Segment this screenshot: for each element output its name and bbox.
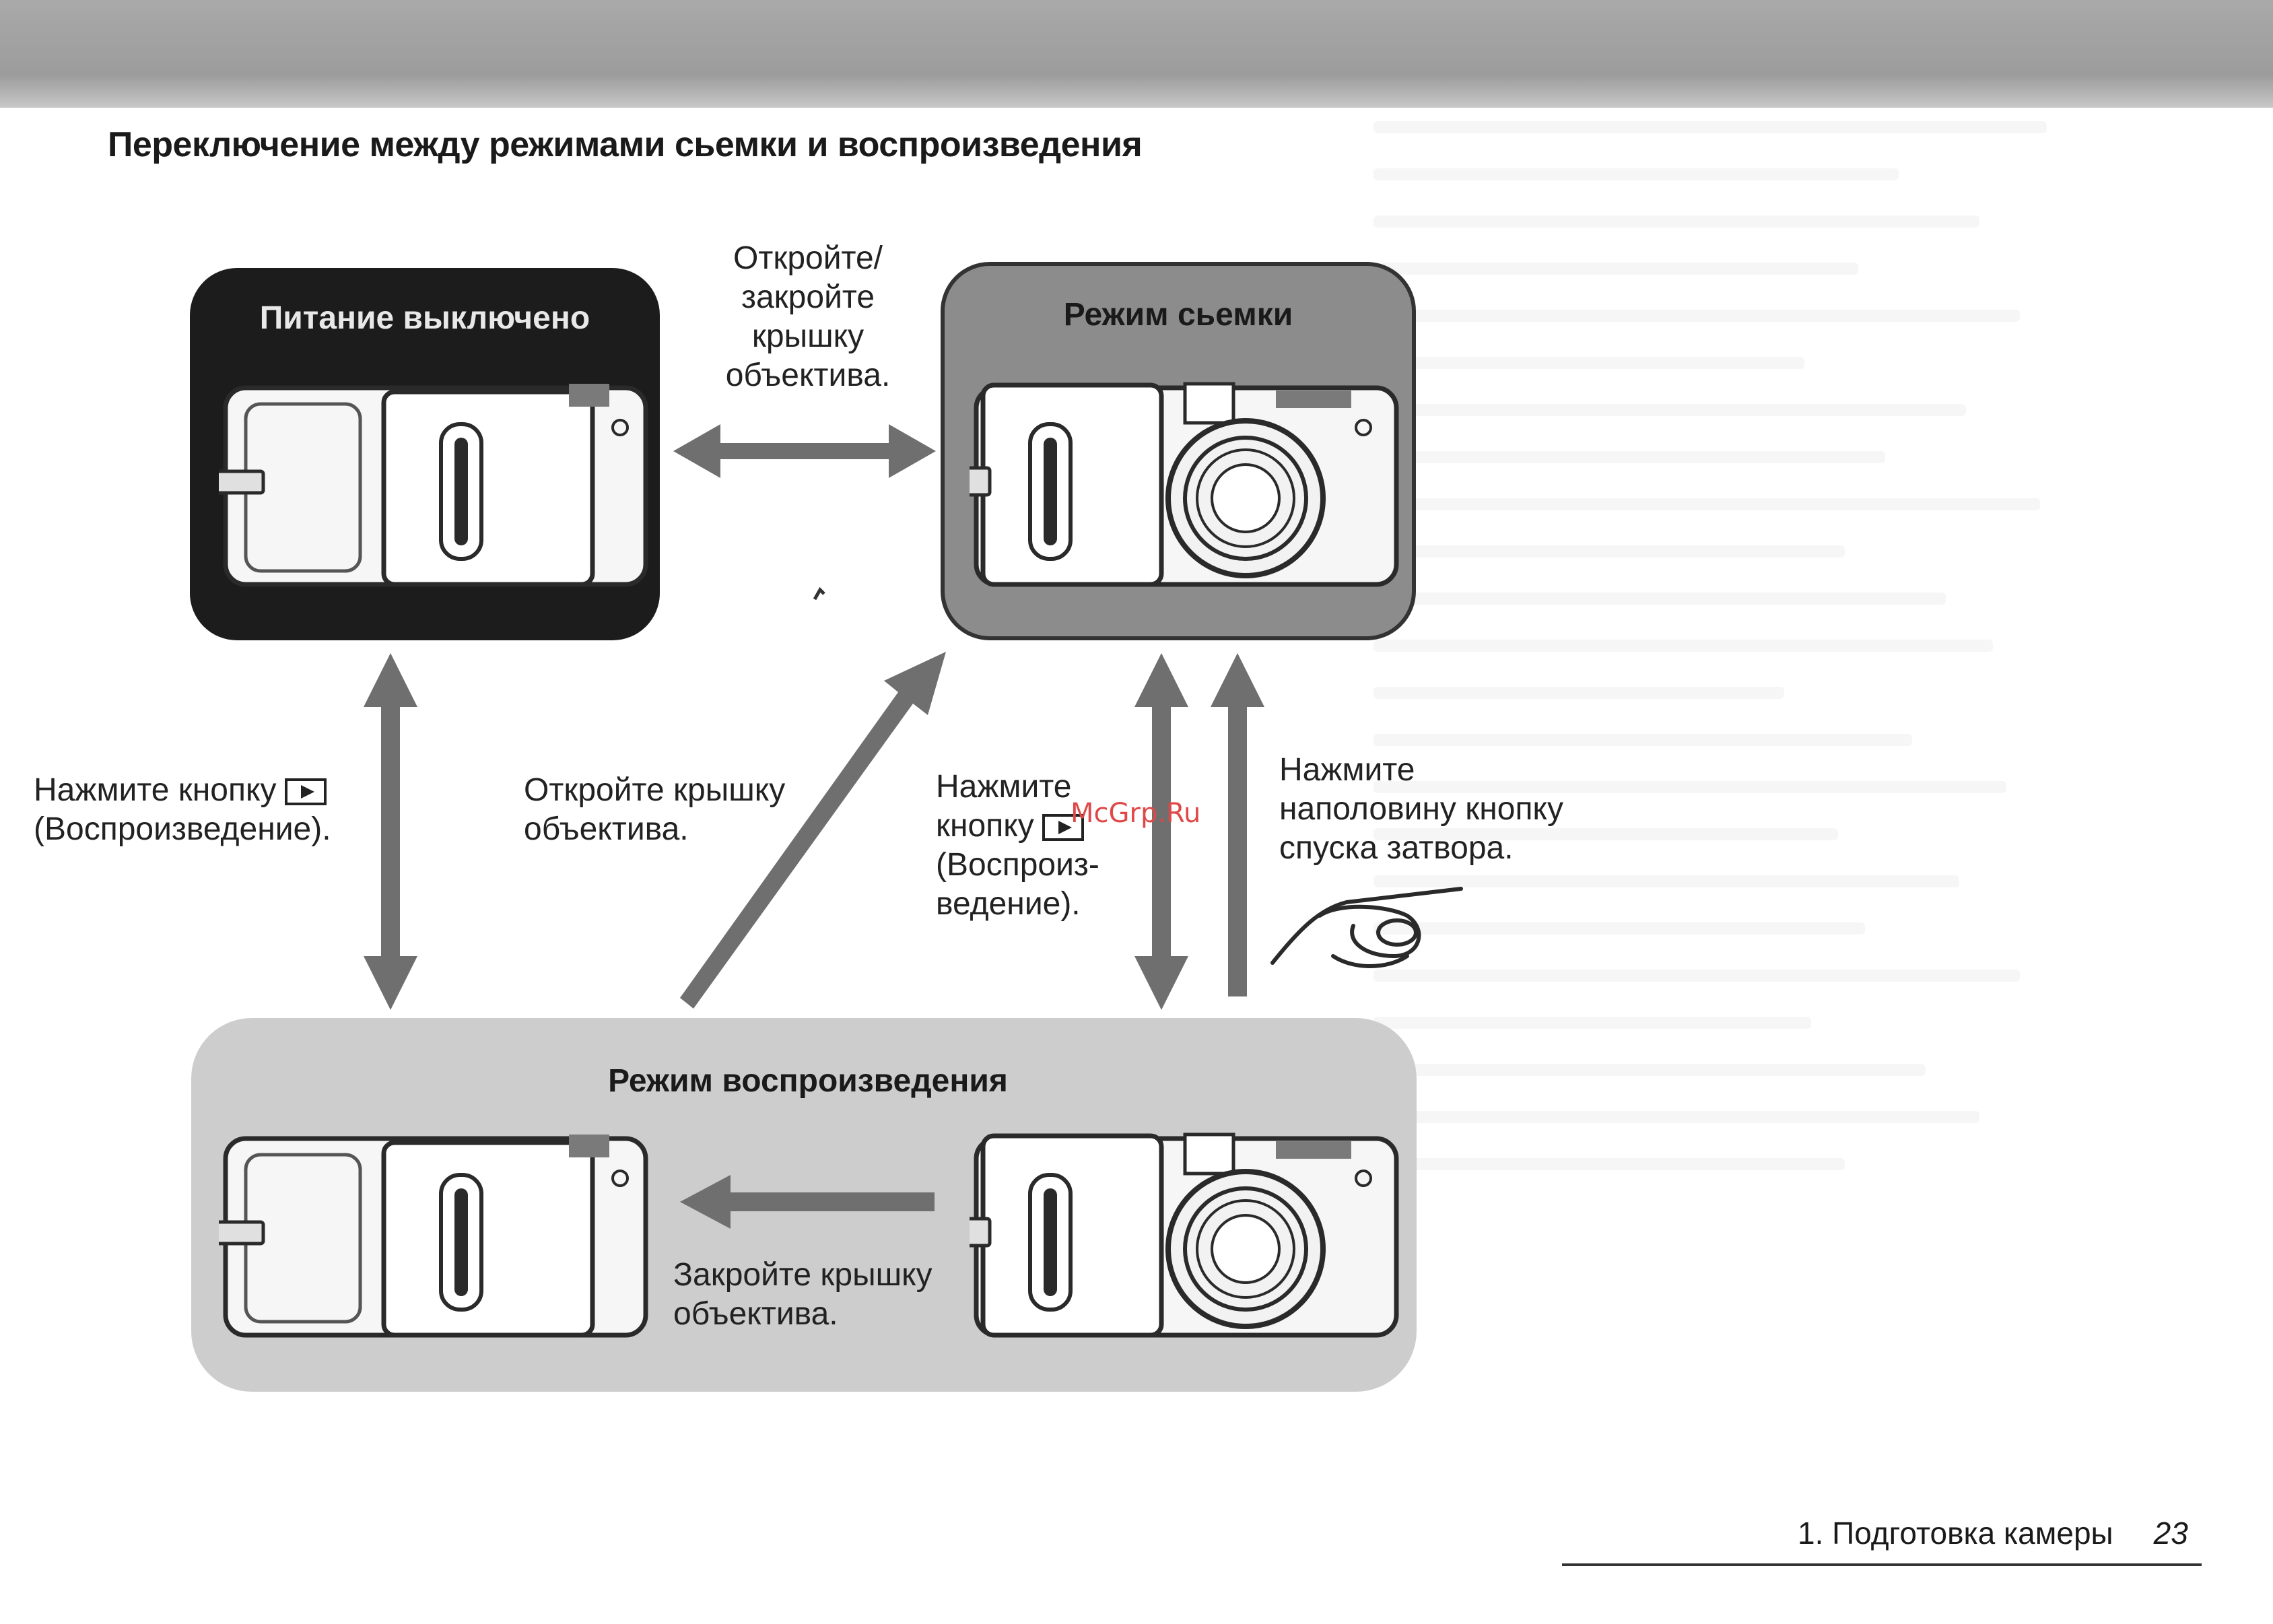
footer-rule [1562, 1563, 2202, 1566]
header-band [0, 0, 2273, 108]
arrow-playback-shooting-diagonal [680, 652, 946, 1009]
watermark: McGrp.Ru [1071, 798, 1201, 829]
arrow-off-shooting [673, 424, 936, 478]
label-press-playback-mid: Нажмите кнопку (Воспроиз- ведение). [936, 769, 1099, 922]
arrow-shooting-playback [1134, 653, 1188, 1010]
label-open-close-cover: Откройте/ закройте крышку объектива. [725, 240, 891, 393]
playback-camera-open-image [963, 1135, 1396, 1335]
label-open-cover: Откройте крышку объектива. [524, 772, 786, 847]
footer-chapter: 1. Подготовка камеры [1798, 1516, 2113, 1551]
camera-open-image [963, 384, 1396, 584]
playback-mode-title: Режим воспроизведения [608, 1063, 1008, 1099]
page-heading: Переключение между режимами сьемки и вос… [108, 125, 1143, 164]
page-number: 23 [2153, 1516, 2188, 1551]
playback-camera-closed-image [209, 1135, 646, 1335]
arrow-close-cover [680, 1175, 935, 1229]
camera-closed-image [209, 384, 646, 584]
power-off-title: Питание выключено [259, 300, 590, 336]
arrow-shutter-up [1211, 653, 1264, 996]
label-close-cover: Закройте крышку объектива. [673, 1257, 932, 1332]
arrow-off-playback [364, 653, 417, 1010]
playback-button-icon [284, 778, 327, 806]
footer: 1. Подготовка камеры 23 [1798, 1515, 2188, 1551]
finger-press-icon [1270, 887, 1463, 968]
stray-mark [813, 586, 825, 601]
shooting-mode-title: Режим сьемки [1063, 297, 1293, 333]
bleed-through-text [1373, 121, 2114, 1367]
playback-button-icon [1042, 814, 1084, 842]
label-press-shutter: Нажмите наполовину кнопку спуска затвора… [1279, 752, 1563, 866]
label-press-playback-left: Нажмите кнопку (Воспроизведение). [34, 772, 331, 847]
